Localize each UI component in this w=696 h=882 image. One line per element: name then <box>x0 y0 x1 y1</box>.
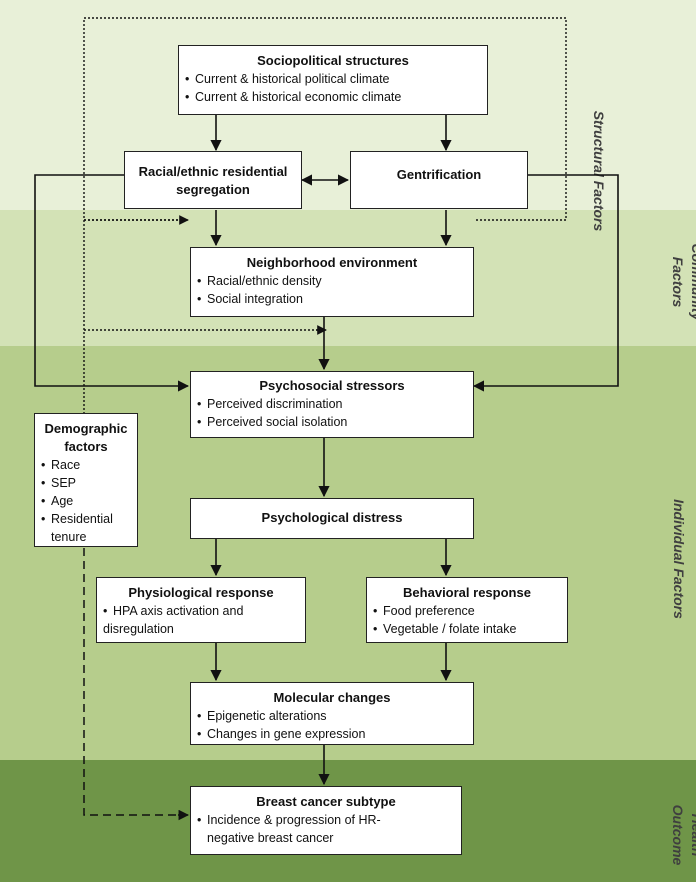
psychological-distress-box: Psychological distress <box>190 498 474 539</box>
demographic-item: Residential <box>41 510 137 528</box>
molecular-item: Epigenetic alterations <box>197 707 473 725</box>
behavioral-item-text: Vegetable / folate intake <box>383 622 517 636</box>
demographic-item-text: Race <box>51 458 81 472</box>
neighborhood-item-text: Racial/ethnic density <box>207 274 322 288</box>
behavioral-item-text: Food preference <box>383 604 475 618</box>
behavioral-title: Behavioral response <box>403 585 531 600</box>
segregation-title-line1: Racial/ethnic residential <box>138 164 288 179</box>
physiological-item-text: HPA axis activation and <box>113 604 244 618</box>
demographic-item-continuation: tenure <box>41 528 137 546</box>
gentrification-box: Gentrification <box>350 151 528 209</box>
stressors-item: Perceived social isolation <box>197 413 473 431</box>
sociopolitical-item-text: Current & historical economic climate <box>195 90 402 104</box>
molecular-item: Changes in gene expression <box>197 725 473 743</box>
stressors-item-text: Perceived social isolation <box>207 415 348 429</box>
distress-title: Psychological distress <box>261 510 403 525</box>
demographic-item-text: SEP <box>51 476 77 490</box>
molecular-item-text: Changes in gene expression <box>207 727 366 741</box>
behavioral-item: Vegetable / folate intake <box>373 620 567 638</box>
demographic-item-text: tenure <box>51 530 87 544</box>
cancer-item-text-2: negative breast cancer <box>207 831 334 845</box>
sociopolitical-structures-box: Sociopolitical structures Current & hist… <box>178 45 488 115</box>
physiological-item-text-2: disregulation <box>103 622 174 636</box>
demographic-title-line1: Demographic <box>44 421 128 436</box>
gentrification-title: Gentrification <box>396 167 482 182</box>
cancer-item-continuation: negative breast cancer <box>197 829 461 847</box>
molecular-title: Molecular changes <box>273 690 391 705</box>
segregation-box: Racial/ethnic residential segregation <box>124 151 302 209</box>
physiological-title: Physiological response <box>128 585 274 600</box>
sociopolitical-item: Current & historical economic climate <box>185 88 487 106</box>
cancer-item-text: Incidence & progression of HR- <box>207 813 381 827</box>
neighborhood-item: Social integration <box>197 290 473 308</box>
demographic-item: Age <box>41 492 137 510</box>
sociopolitical-item-text: Current & historical political climate <box>195 72 390 86</box>
molecular-changes-box: Molecular changes Epigenetic alterations… <box>190 682 474 745</box>
psychosocial-stressors-box: Psychosocial stressors Perceived discrim… <box>190 371 474 438</box>
cancer-title: Breast cancer subtype <box>256 794 396 809</box>
stressors-item: Perceived discrimination <box>197 395 473 413</box>
neighborhood-item: Racial/ethnic density <box>197 272 473 290</box>
breast-cancer-subtype-box: Breast cancer subtype Incidence & progre… <box>190 786 462 855</box>
physiological-item: HPA axis activation and <box>103 602 305 620</box>
behavioral-response-box: Behavioral response Food preference Vege… <box>366 577 568 643</box>
cancer-item: Incidence & progression of HR- <box>197 811 461 829</box>
arrow-gentrification-loop-to-stressors <box>472 174 619 392</box>
demographic-item-text: Residential <box>51 512 113 526</box>
demographic-title-line2: factors <box>64 439 108 454</box>
demographic-item: SEP <box>41 474 137 492</box>
neighborhood-item-text: Social integration <box>207 292 303 306</box>
dotted-structural-frame <box>83 17 567 530</box>
physiological-response-box: Physiological response HPA axis activati… <box>96 577 306 643</box>
dashed-demographic-to-cancer <box>83 548 180 816</box>
arrow-segregation-loop-to-stressors <box>34 174 190 392</box>
demographic-factors-box: Demographic factors Race SEP Age Residen… <box>34 413 138 547</box>
segregation-title-line2: segregation <box>176 182 250 197</box>
neighborhood-title: Neighborhood environment <box>246 255 418 270</box>
behavioral-item: Food preference <box>373 602 567 620</box>
stressors-item-text: Perceived discrimination <box>207 397 343 411</box>
stressors-title: Psychosocial stressors <box>259 378 405 393</box>
demographic-item: Race <box>41 456 137 474</box>
physiological-item-continuation: disregulation <box>103 620 305 638</box>
molecular-item-text: Epigenetic alterations <box>207 709 327 723</box>
neighborhood-environment-box: Neighborhood environment Racial/ethnic d… <box>190 247 474 317</box>
sociopolitical-title: Sociopolitical structures <box>257 53 409 68</box>
sociopolitical-item: Current & historical political climate <box>185 70 487 88</box>
demographic-item-text: Age <box>51 494 74 508</box>
